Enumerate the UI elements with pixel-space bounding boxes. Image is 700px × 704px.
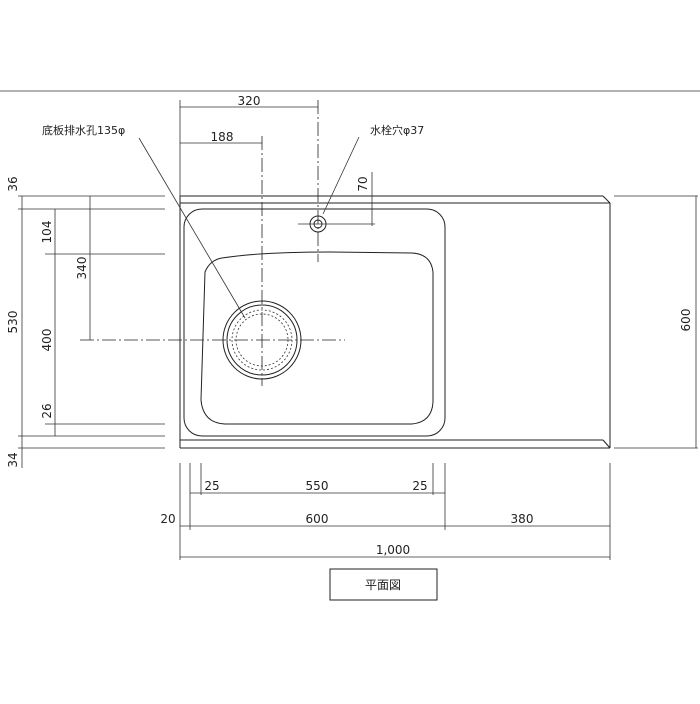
right-dimension-lines [614,195,698,449]
dim-bottom-550: 550 [306,479,329,493]
label-drain-hole: 底板排水孔135φ [42,123,125,137]
dim-bottom-25-right: 25 [412,479,427,493]
left-dimension-lines [18,195,165,468]
dim-left-26: 26 [40,403,54,418]
title-box [329,568,438,601]
dim-left-530: 530 [6,311,20,334]
sink-bowl-inner [200,251,434,425]
dim-top-188: 188 [211,130,234,144]
dim-right-600: 600 [679,309,693,332]
dim-bottom-380: 380 [511,512,534,526]
dim-bottom-20: 20 [160,512,175,526]
dim-bottom-25-left: 25 [204,479,219,493]
dim-bottom-1000: 1,000 [376,543,410,557]
label-faucet-hole: 水栓穴φ37 [370,123,424,137]
dim-left-104: 104 [40,221,54,244]
bottom-dimension-lines [179,463,611,560]
dim-left-36: 36 [6,176,20,191]
top-dimension-lines [179,100,373,226]
leader-drain [138,137,246,319]
dim-faucet-70: 70 [356,176,370,191]
dim-left-400: 400 [40,329,54,352]
dim-left-34: 34 [6,452,20,467]
countertop [179,195,611,449]
dim-left-340: 340 [75,257,89,280]
sink-bowl-outer [183,208,446,437]
dim-top-320: 320 [238,94,261,108]
leader-faucet [322,136,360,215]
dim-bottom-600: 600 [306,512,329,526]
title-plan-view: 平面図 [365,578,401,592]
